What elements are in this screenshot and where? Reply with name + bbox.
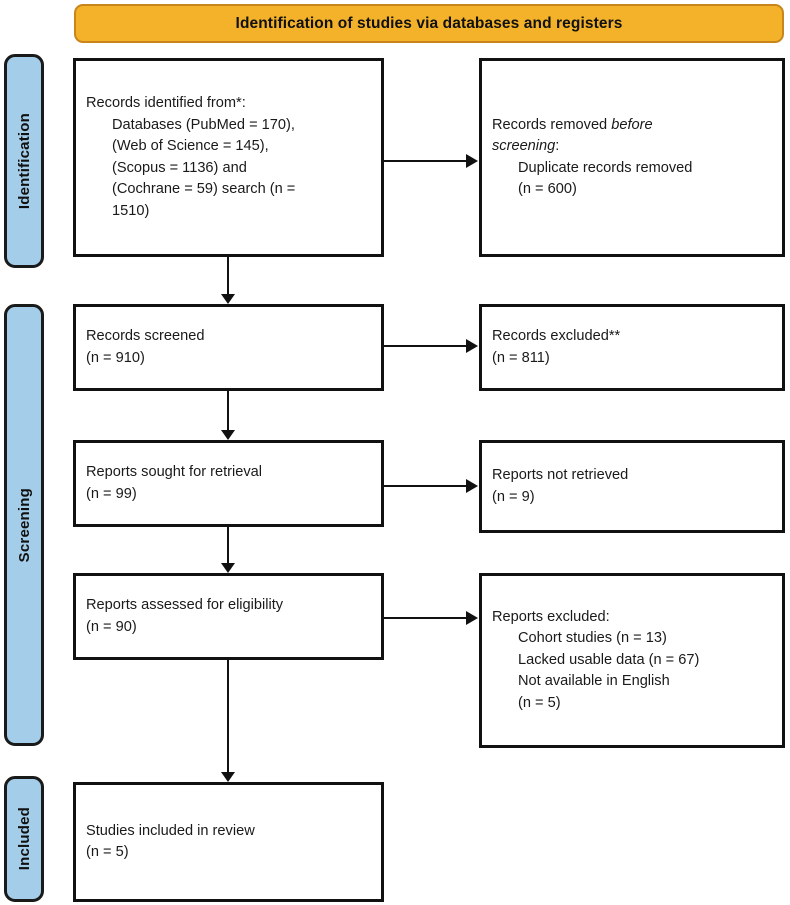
box-records-removed-text: Records removed before screening: Duplic… [482,115,782,201]
text-line: (n = 910) [86,349,145,366]
box-studies-included: Studies included in review (n = 5) [73,782,384,902]
text-line: Reports not retrieved [492,467,629,483]
arrow-head-right-icon [466,479,478,493]
arrow-head-right-icon [466,611,478,625]
text-line: (n = 811) [492,349,550,366]
diagram-header-banner: Identification of studies via databases … [74,4,784,43]
box-records-excluded-text: Records excluded** (n = 811) [482,326,782,369]
stage-label-included: Included [15,807,33,871]
text-line: (n = 99) [86,485,137,502]
connector-identified-to-removed [384,160,470,162]
stage-tab-screening: Screening [4,304,44,746]
text-line: (Scopus = 1136) and [112,159,247,176]
text-line: Records removed before [492,115,772,137]
box-records-excluded: Records excluded** (n = 811) [479,304,785,391]
text-line: (Cochrane = 59) search (n = [112,181,296,197]
arrow-head-down-icon [221,430,235,440]
arrow-head-right-icon [466,154,478,168]
text-line: screening: [492,136,772,158]
text-segment-italic: before [611,116,653,133]
connector-screened-to-sought [227,391,229,431]
connector-assessed-to-included [227,660,229,773]
text-line: (n = 5) [86,844,129,860]
box-records-removed: Records removed before screening: Duplic… [479,58,785,257]
stage-label-identification: Identification [15,112,33,210]
text-line: Not available in English [518,673,670,690]
text-line: Databases (PubMed = 170), [112,116,295,133]
text-line: Reports sought for retrieval [86,464,263,480]
text-segment: Records removed [492,116,612,133]
box-reports-not-retrieved: Reports not retrieved (n = 9) [479,440,785,533]
connector-screened-to-excluded [384,345,470,347]
box-reports-sought-text: Reports sought for retrieval (n = 99) [76,462,381,505]
box-reports-assessed: Reports assessed for eligibility (n = 90… [73,573,384,660]
box-reports-excluded: Reports excluded: Cohort studies (n = 13… [479,573,785,748]
text-line: (n = 90) [86,618,137,635]
connector-sought-to-not-retrieved [384,485,470,487]
text-line: 1510) [112,202,150,219]
stage-tab-included: Included [4,776,44,902]
box-reports-excluded-text: Reports excluded: Cohort studies (n = 13… [482,607,782,715]
connector-sought-to-assessed [227,527,229,564]
text-line: Duplicate records removed [518,159,693,176]
box-records-identified: Records identified from*: Databases (Pub… [73,58,384,257]
box-reports-not-retrieved-text: Reports not retrieved (n = 9) [482,465,782,508]
arrow-head-down-icon [221,294,235,304]
text-line: (Web of Science = 145), [112,138,269,154]
diagram-title: Identification of studies via databases … [235,14,623,32]
box-records-screened: Records screened (n = 910) [73,304,384,391]
box-reports-sought: Reports sought for retrieval (n = 99) [73,440,384,527]
box-records-identified-text: Records identified from*: Databases (Pub… [76,93,381,222]
stage-tab-identification: Identification [4,54,44,268]
arrow-head-right-icon [466,339,478,353]
text-line: (n = 5) [518,694,561,711]
text-line: Lacked usable data (n = 67) [518,651,700,668]
text-line: Records excluded** [492,328,621,344]
text-line: (n = 600) [518,181,577,197]
connector-assessed-to-excluded-reports [384,617,470,619]
text-line: Studies included in review [86,822,255,839]
text-line: (n = 9) [492,488,535,505]
arrow-head-down-icon [221,772,235,782]
text-line: Records screened [86,328,205,344]
text-line: Reports assessed for eligibility [86,597,284,613]
box-reports-assessed-text: Reports assessed for eligibility (n = 90… [76,595,381,638]
connector-identified-to-screened [227,257,229,295]
box-studies-included-text: Studies included in review (n = 5) [76,821,381,864]
text-segment-italic: screening [492,138,556,154]
text-line: Records identified from*: [86,95,246,111]
text-segment: : [555,138,560,154]
box-records-screened-text: Records screened (n = 910) [76,326,381,369]
stage-label-screening: Screening [15,487,33,563]
arrow-head-down-icon [221,563,235,573]
text-line: Cohort studies (n = 13) [518,630,667,647]
text-line: Reports excluded: [492,608,610,625]
